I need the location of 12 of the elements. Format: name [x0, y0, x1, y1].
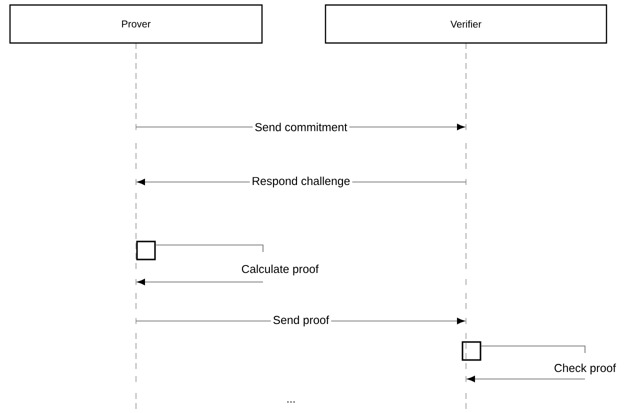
- message-label: Send proof: [270, 314, 332, 328]
- participant-box: Prover: [9, 4, 263, 44]
- self-message-arrow: [467, 346, 586, 382]
- participant-box: Verifier: [324, 4, 608, 44]
- self-message-arrow: [137, 244, 264, 286]
- message-label: Calculate proof: [239, 262, 321, 278]
- message-label: Check proof: [552, 362, 618, 376]
- continuation-dots: ...: [287, 401, 295, 403]
- message-label: Send commitment: [252, 120, 350, 134]
- activation-box: [136, 240, 156, 260]
- message-label: Respond challenge: [250, 174, 352, 190]
- activation-box: [462, 341, 482, 361]
